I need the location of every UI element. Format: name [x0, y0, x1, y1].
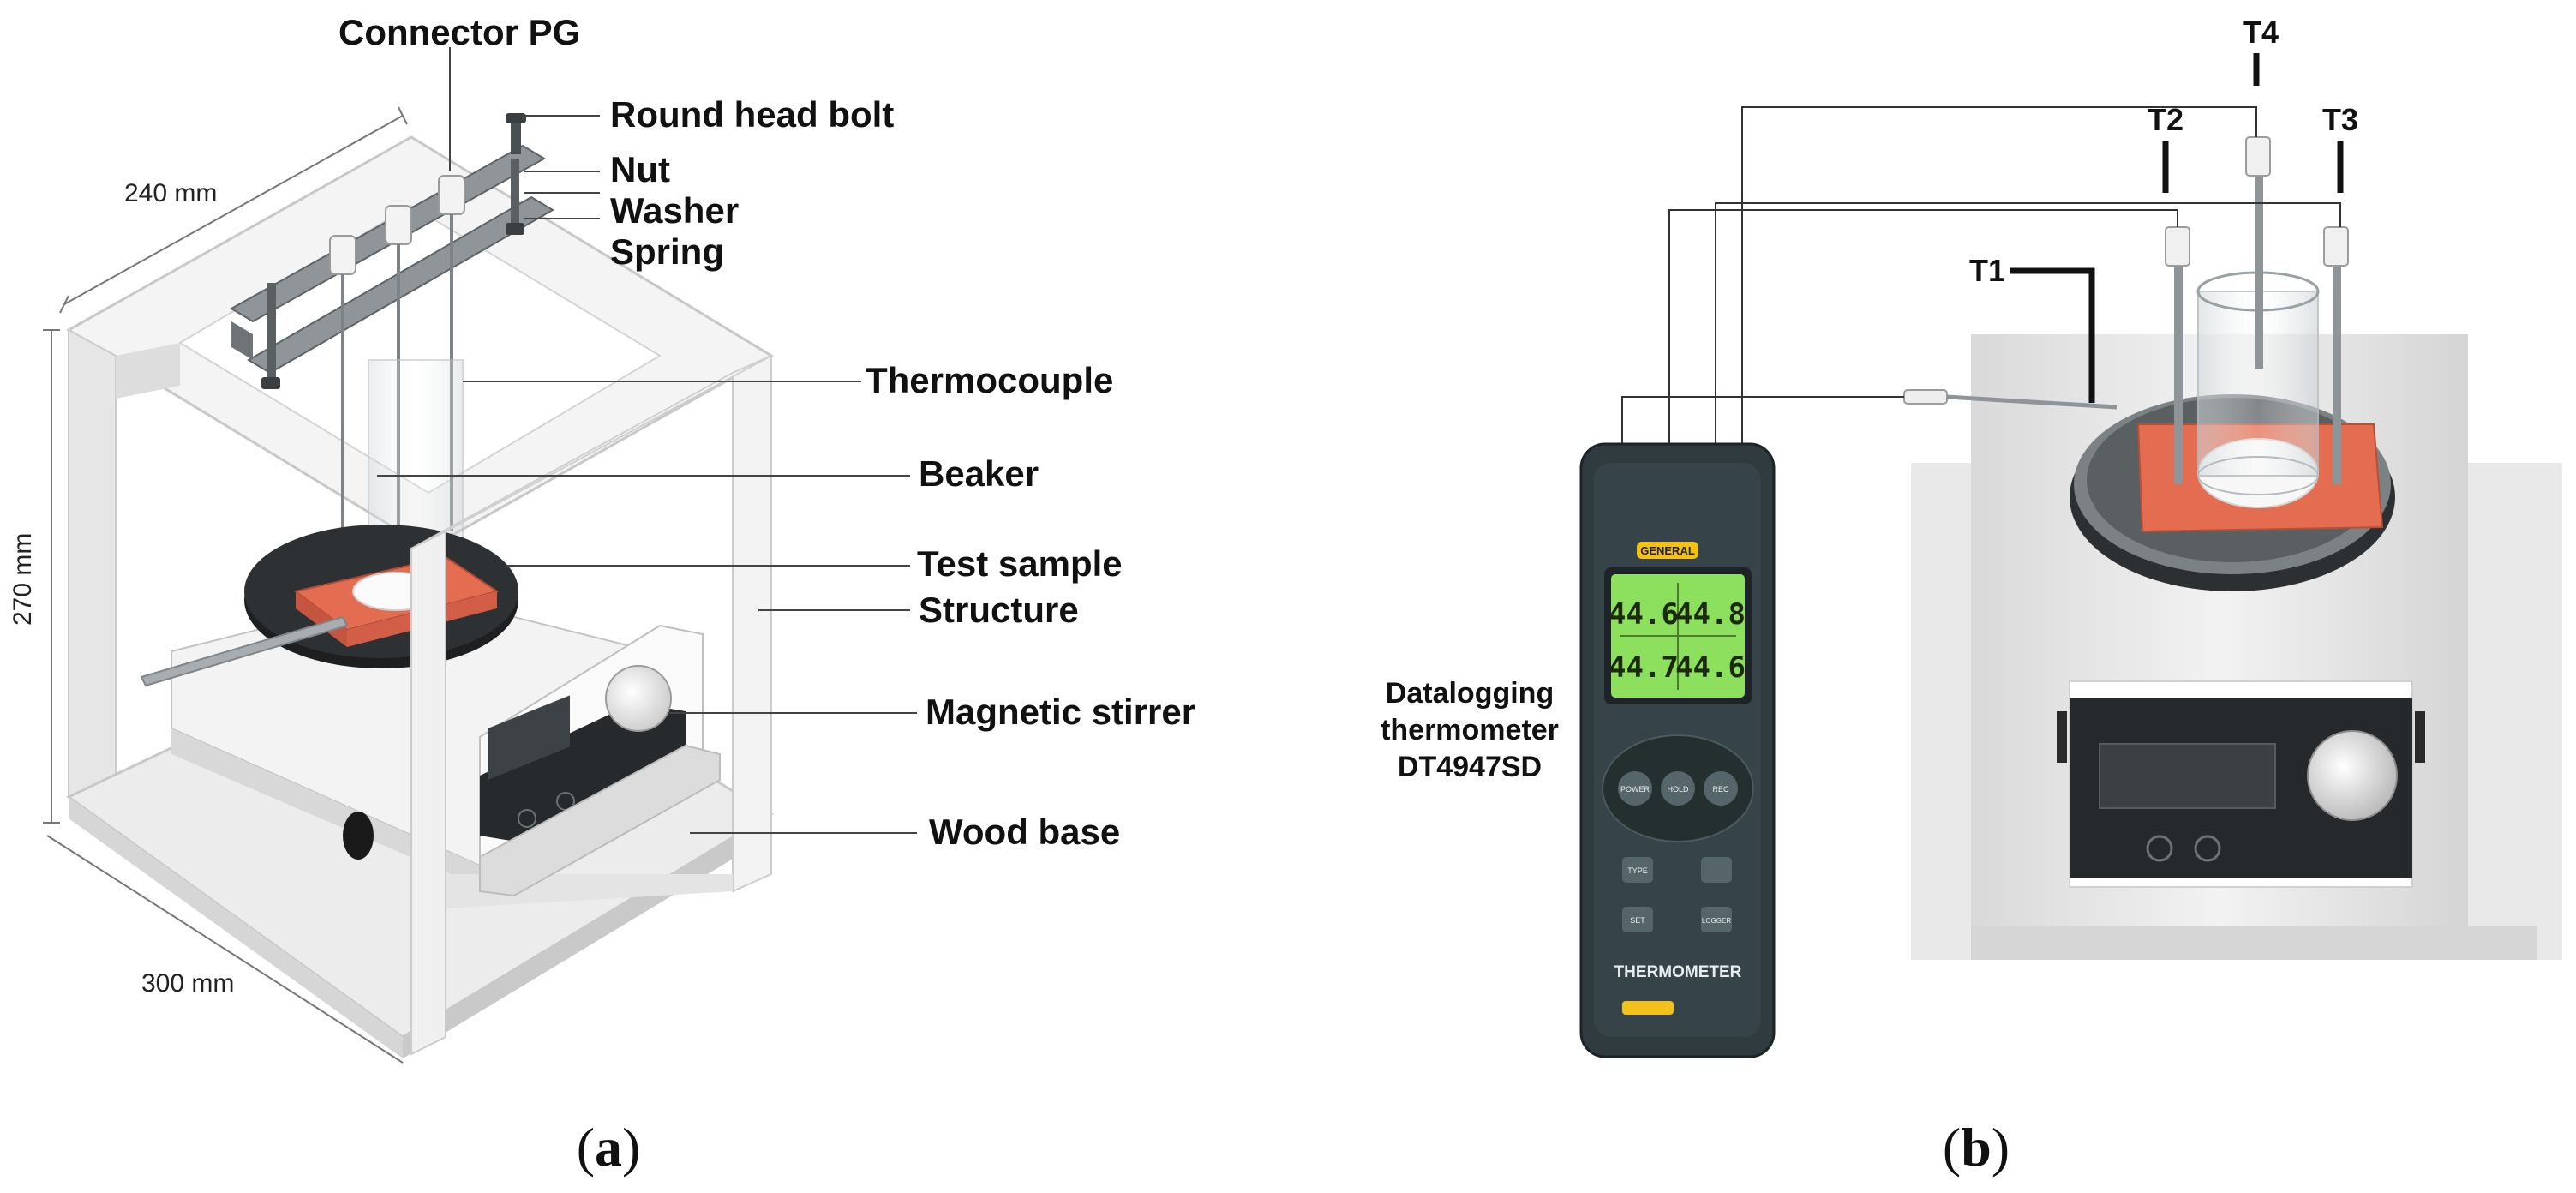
label-spring: Spring	[610, 231, 724, 272]
label-thermocouple: Thermocouple	[866, 360, 1113, 400]
label-beaker: Beaker	[919, 453, 1039, 494]
label-washer: Washer	[610, 190, 739, 231]
key-power: POWER	[1620, 785, 1650, 794]
leader-lines-a	[377, 47, 917, 834]
key-rec: REC	[1712, 785, 1729, 794]
lcd-reading-2: 44.8	[1675, 597, 1746, 632]
probe-label-t1: T1	[1969, 253, 2005, 288]
beaker-b	[2196, 271, 2320, 495]
device-label-line2: thermometer	[1381, 714, 1559, 746]
lcd-reading-3: 44.7	[1609, 650, 1679, 685]
test-sample	[293, 555, 500, 647]
datalogging-thermometer: GENERAL 44.6 44.8 44.7 44.6 POWER HOLD R…	[1579, 442, 1776, 1058]
stirrer-b	[1911, 334, 2562, 960]
lcd-reading-4: 44.6	[1675, 650, 1746, 685]
key-type: TYPE	[1627, 866, 1648, 875]
probe-rods	[1903, 136, 2349, 484]
frame-front	[410, 354, 772, 1056]
key-set: SET	[1630, 916, 1645, 925]
key-hold: HOLD	[1667, 785, 1689, 794]
device-label-line1: Datalogging	[1386, 677, 1554, 710]
caption-b: (b)	[1943, 1117, 2010, 1178]
dimension-height: 270 mm	[9, 533, 37, 626]
label-wood-base: Wood base	[929, 812, 1120, 852]
dimension-depth: 300 mm	[141, 969, 234, 998]
caption-a: (a)	[577, 1117, 641, 1178]
probe-wires	[1621, 106, 2341, 446]
label-connector-pg: Connector PG	[338, 12, 580, 52]
label-structure: Structure	[919, 590, 1079, 630]
dimension-width: 240 mm	[124, 179, 217, 207]
dimension-lines	[43, 106, 408, 1064]
meter-brand: GENERAL	[1640, 544, 1695, 557]
label-magnetic-stirrer: Magnetic stirrer	[926, 692, 1195, 732]
device-label-line3: DT4947SD	[1398, 751, 1542, 783]
connector-pg-blocks	[329, 175, 465, 275]
label-test-sample: Test sample	[917, 543, 1123, 584]
key-logger: LOGGER	[1702, 917, 1731, 925]
panel-b: T4 T2 T3 T1 GENERAL 44.6 44.8 44.7 44.6	[1381, 15, 2562, 1178]
label-round-head-bolt: Round head bolt	[610, 94, 894, 135]
clamp-assembly	[230, 113, 554, 591]
probe-markers	[2010, 53, 2344, 403]
probe-label-t4: T4	[2243, 15, 2279, 50]
probe-label-t3: T3	[2322, 102, 2358, 137]
meter-model-name: THERMOMETER	[1614, 963, 1742, 981]
panel-a: 240 mm 270 mm 300 mm Connector PG Round …	[9, 12, 1195, 1178]
lcd-reading-1: 44.6	[1609, 597, 1679, 632]
label-nut: Nut	[610, 149, 670, 189]
